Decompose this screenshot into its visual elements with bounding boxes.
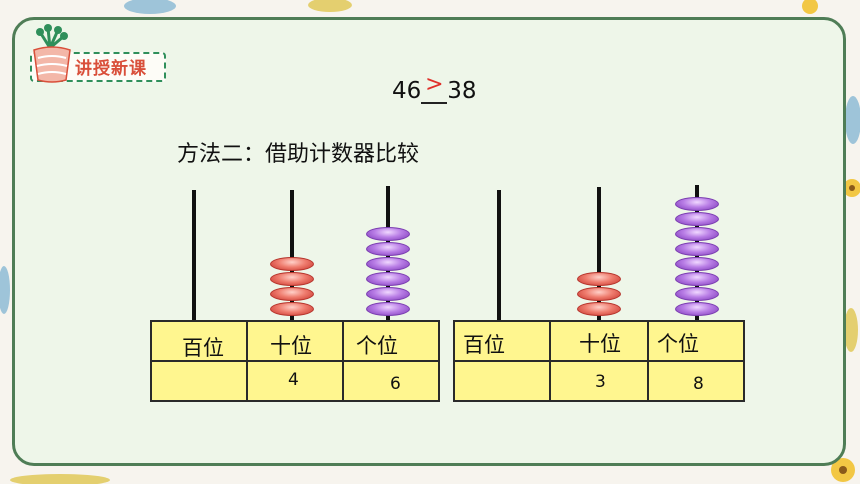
left-number: 46 — [392, 78, 422, 104]
bead-tens — [270, 272, 314, 286]
bead-ones — [675, 302, 719, 316]
bead-tens — [577, 302, 621, 316]
bead-ones — [366, 257, 410, 271]
plant-pot-icon — [33, 24, 71, 83]
leaf-decoration-icon — [308, 0, 352, 12]
comparison-symbol: > — [425, 72, 444, 97]
leaf-decoration-icon — [845, 96, 860, 144]
value-cell-ones: 8 — [647, 360, 745, 402]
value-cell-hundreds — [453, 360, 551, 402]
right-number: 38 — [447, 78, 477, 104]
label-cell-tens: 十位 — [549, 320, 649, 362]
lesson-badge-label: 讲授新课 — [75, 59, 147, 79]
label-cell-ones: 个位 — [647, 320, 745, 362]
value-cell-hundreds — [150, 360, 248, 402]
bead-ones — [675, 272, 719, 286]
label-cell-hundreds: 百位 — [453, 320, 551, 362]
bead-ones — [675, 227, 719, 241]
value-cell-ones: 6 — [342, 360, 440, 402]
value-cell-tens: 3 — [549, 360, 649, 402]
bead-tens — [577, 272, 621, 286]
bead-ones — [675, 197, 719, 211]
rod-tens — [290, 190, 294, 320]
rod-tens — [597, 187, 601, 320]
leaf-decoration-icon — [844, 308, 858, 352]
value-cell-tens: 4 — [246, 360, 344, 402]
rod-hundreds — [497, 190, 501, 320]
bead-ones — [675, 257, 719, 271]
bead-ones — [675, 212, 719, 226]
flower-decoration-icon — [831, 458, 855, 482]
bead-ones — [675, 242, 719, 256]
answer-blank[interactable]: > — [421, 72, 448, 104]
flower-decoration-icon — [802, 0, 818, 14]
label-cell-tens: 十位 — [246, 320, 344, 362]
comparison-expression: 46>38 — [392, 72, 477, 104]
leaf-decoration-icon — [0, 266, 10, 314]
bead-ones — [366, 287, 410, 301]
bead-ones — [366, 227, 410, 241]
leaf-decoration-icon — [10, 474, 110, 484]
bead-ones — [366, 302, 410, 316]
bead-tens — [577, 287, 621, 301]
flower-decoration-icon — [843, 179, 860, 197]
rod-hundreds — [192, 190, 196, 320]
bead-tens — [270, 257, 314, 271]
bead-ones — [366, 242, 410, 256]
label-cell-ones: 个位 — [342, 320, 440, 362]
bead-tens — [270, 302, 314, 316]
method-title: 方法二：借助计数器比较 — [177, 142, 420, 167]
leaf-decoration-icon — [124, 0, 176, 14]
bead-tens — [270, 287, 314, 301]
bead-ones — [675, 287, 719, 301]
label-cell-hundreds: 百位 — [150, 320, 248, 362]
bead-ones — [366, 272, 410, 286]
